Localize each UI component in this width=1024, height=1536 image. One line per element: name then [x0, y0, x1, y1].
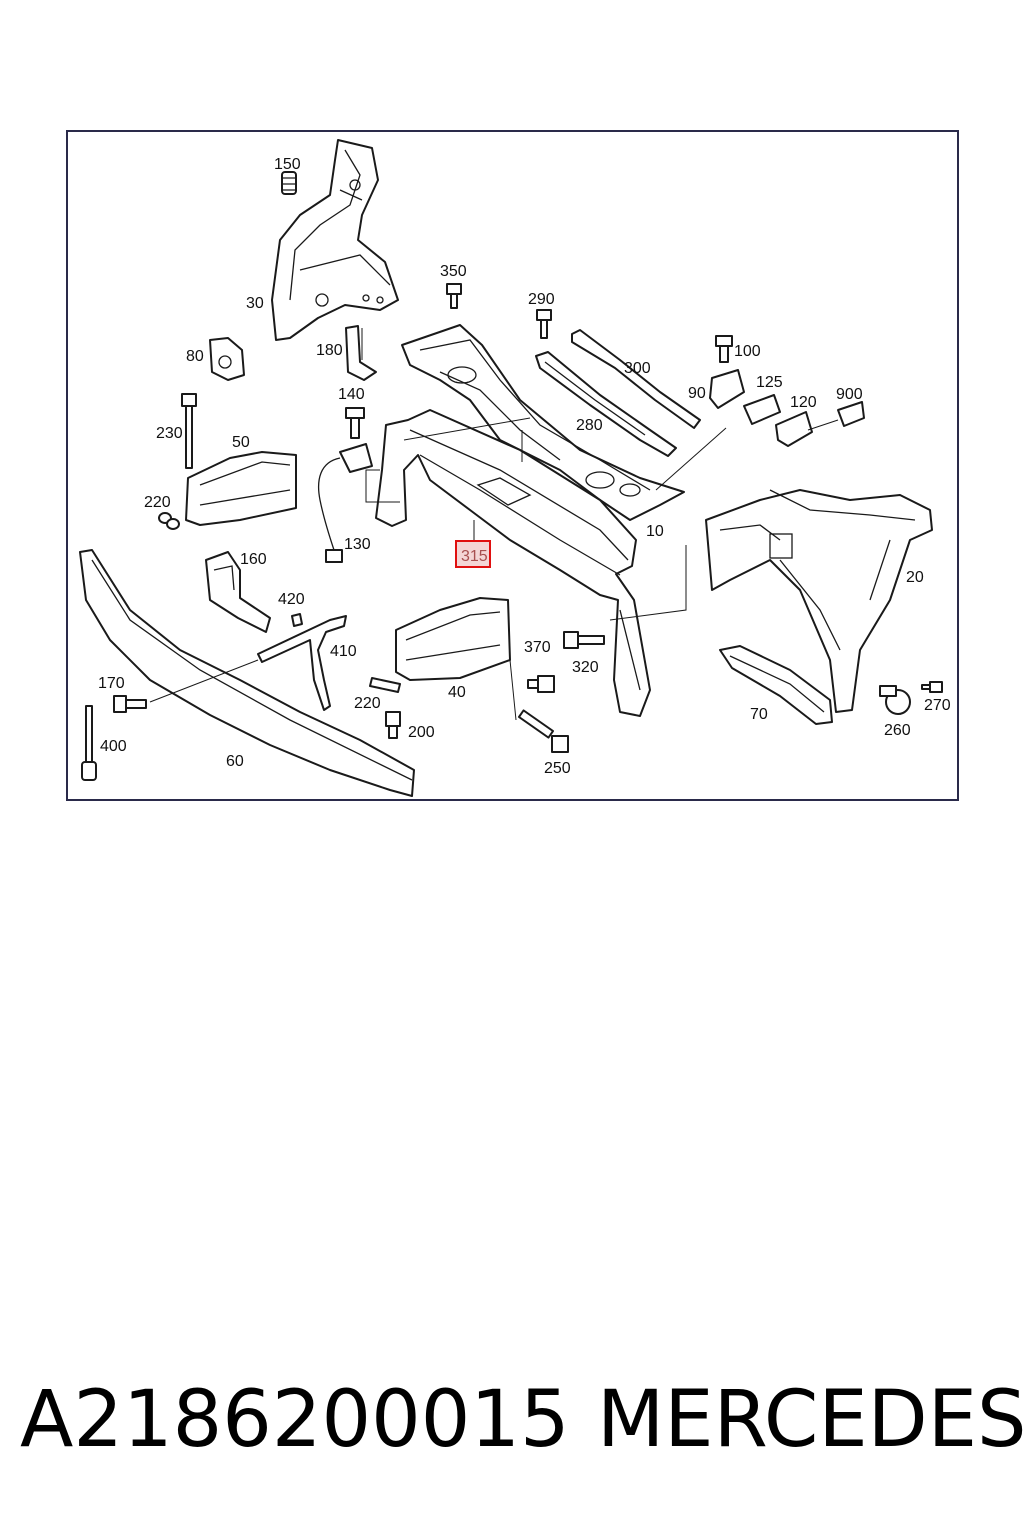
- part-250-bolt: [517, 709, 569, 753]
- part-200-bolt: [385, 711, 401, 739]
- part-125-clip: [743, 394, 781, 425]
- part-280-seal: [535, 351, 677, 457]
- part-315-lock-carrier: [375, 409, 651, 717]
- label-320: 320: [572, 659, 599, 676]
- part-80-holder: [209, 337, 245, 381]
- label-160: 160: [240, 551, 267, 568]
- label-90: 90: [688, 385, 706, 402]
- label-290: 290: [528, 291, 555, 308]
- part-260-clip: [879, 685, 911, 715]
- part-50-crash-box: [185, 451, 297, 526]
- label-420: 420: [278, 591, 305, 608]
- part-130-cable: [317, 443, 373, 563]
- label-30: 30: [246, 295, 264, 312]
- label-60: 60: [226, 753, 244, 770]
- label-220-b: 220: [354, 695, 381, 712]
- part-400-rivet: [81, 705, 97, 781]
- part-370-bolt: [527, 675, 555, 693]
- part-70-rail: [719, 645, 833, 725]
- part-30-bracket: [271, 139, 399, 341]
- label-370: 370: [524, 639, 551, 656]
- label-120: 120: [790, 394, 817, 411]
- label-50: 50: [232, 434, 250, 451]
- part-350-bolt: [446, 283, 462, 309]
- label-350: 350: [440, 263, 467, 280]
- label-280: 280: [576, 417, 603, 434]
- label-20: 20: [906, 569, 924, 586]
- part-230-bolt: [181, 393, 197, 469]
- brand-name: MERCEDES: [597, 1375, 1024, 1465]
- part-90-latch: [709, 369, 745, 409]
- label-200: 200: [408, 724, 435, 741]
- part-170-bolt: [113, 695, 147, 713]
- part-180-bracket: [345, 325, 377, 381]
- label-220-a: 220: [144, 494, 171, 511]
- callout-labels: 150 30 350 290 80 180 300 100 90 125 120…: [98, 156, 951, 777]
- part-60-bumper-beam: [79, 549, 415, 797]
- label-170: 170: [98, 675, 125, 692]
- part-320-bolt: [563, 631, 605, 649]
- label-140: 140: [338, 386, 365, 403]
- part-40-crash-box: [395, 597, 511, 681]
- label-10: 10: [646, 523, 664, 540]
- part-20-side-panel: [705, 489, 933, 713]
- part-270-screw: [921, 681, 943, 693]
- part-140-bolt: [345, 407, 365, 439]
- diagram-frame: [66, 130, 959, 801]
- part-160-bracket: [205, 551, 271, 633]
- part-420-clip: [291, 613, 303, 627]
- part-220-washer-a: [158, 512, 180, 530]
- leader-lines: [149, 328, 839, 721]
- label-80: 80: [186, 348, 204, 365]
- label-270: 270: [924, 697, 951, 714]
- part-120-bracket: [775, 411, 813, 447]
- part-150-clip: [281, 171, 297, 195]
- label-900: 900: [836, 386, 863, 403]
- label-125: 125: [756, 374, 783, 391]
- part-300-seal: [571, 329, 701, 429]
- label-300: 300: [624, 360, 651, 377]
- label-260: 260: [884, 722, 911, 739]
- label-70: 70: [750, 706, 768, 723]
- label-100: 100: [734, 343, 761, 360]
- part-900-pad: [837, 401, 865, 427]
- part-10-cross-member: [401, 324, 685, 521]
- label-180: 180: [316, 342, 343, 359]
- part-290-bolt: [536, 309, 552, 339]
- label-40: 40: [448, 684, 466, 701]
- label-130: 130: [344, 536, 371, 553]
- part-number: A2186200015: [20, 1375, 570, 1465]
- label-400: 400: [100, 738, 127, 755]
- part-220-washer-b: [369, 677, 401, 693]
- label-150: 150: [274, 156, 301, 173]
- label-410: 410: [330, 643, 357, 660]
- label-315-highlighted: 315: [461, 548, 488, 565]
- part-410-rod: [257, 615, 347, 711]
- label-230: 230: [156, 425, 183, 442]
- label-250: 250: [544, 760, 571, 777]
- highlight-box-315: [455, 540, 491, 568]
- part-100-bolt: [715, 335, 733, 363]
